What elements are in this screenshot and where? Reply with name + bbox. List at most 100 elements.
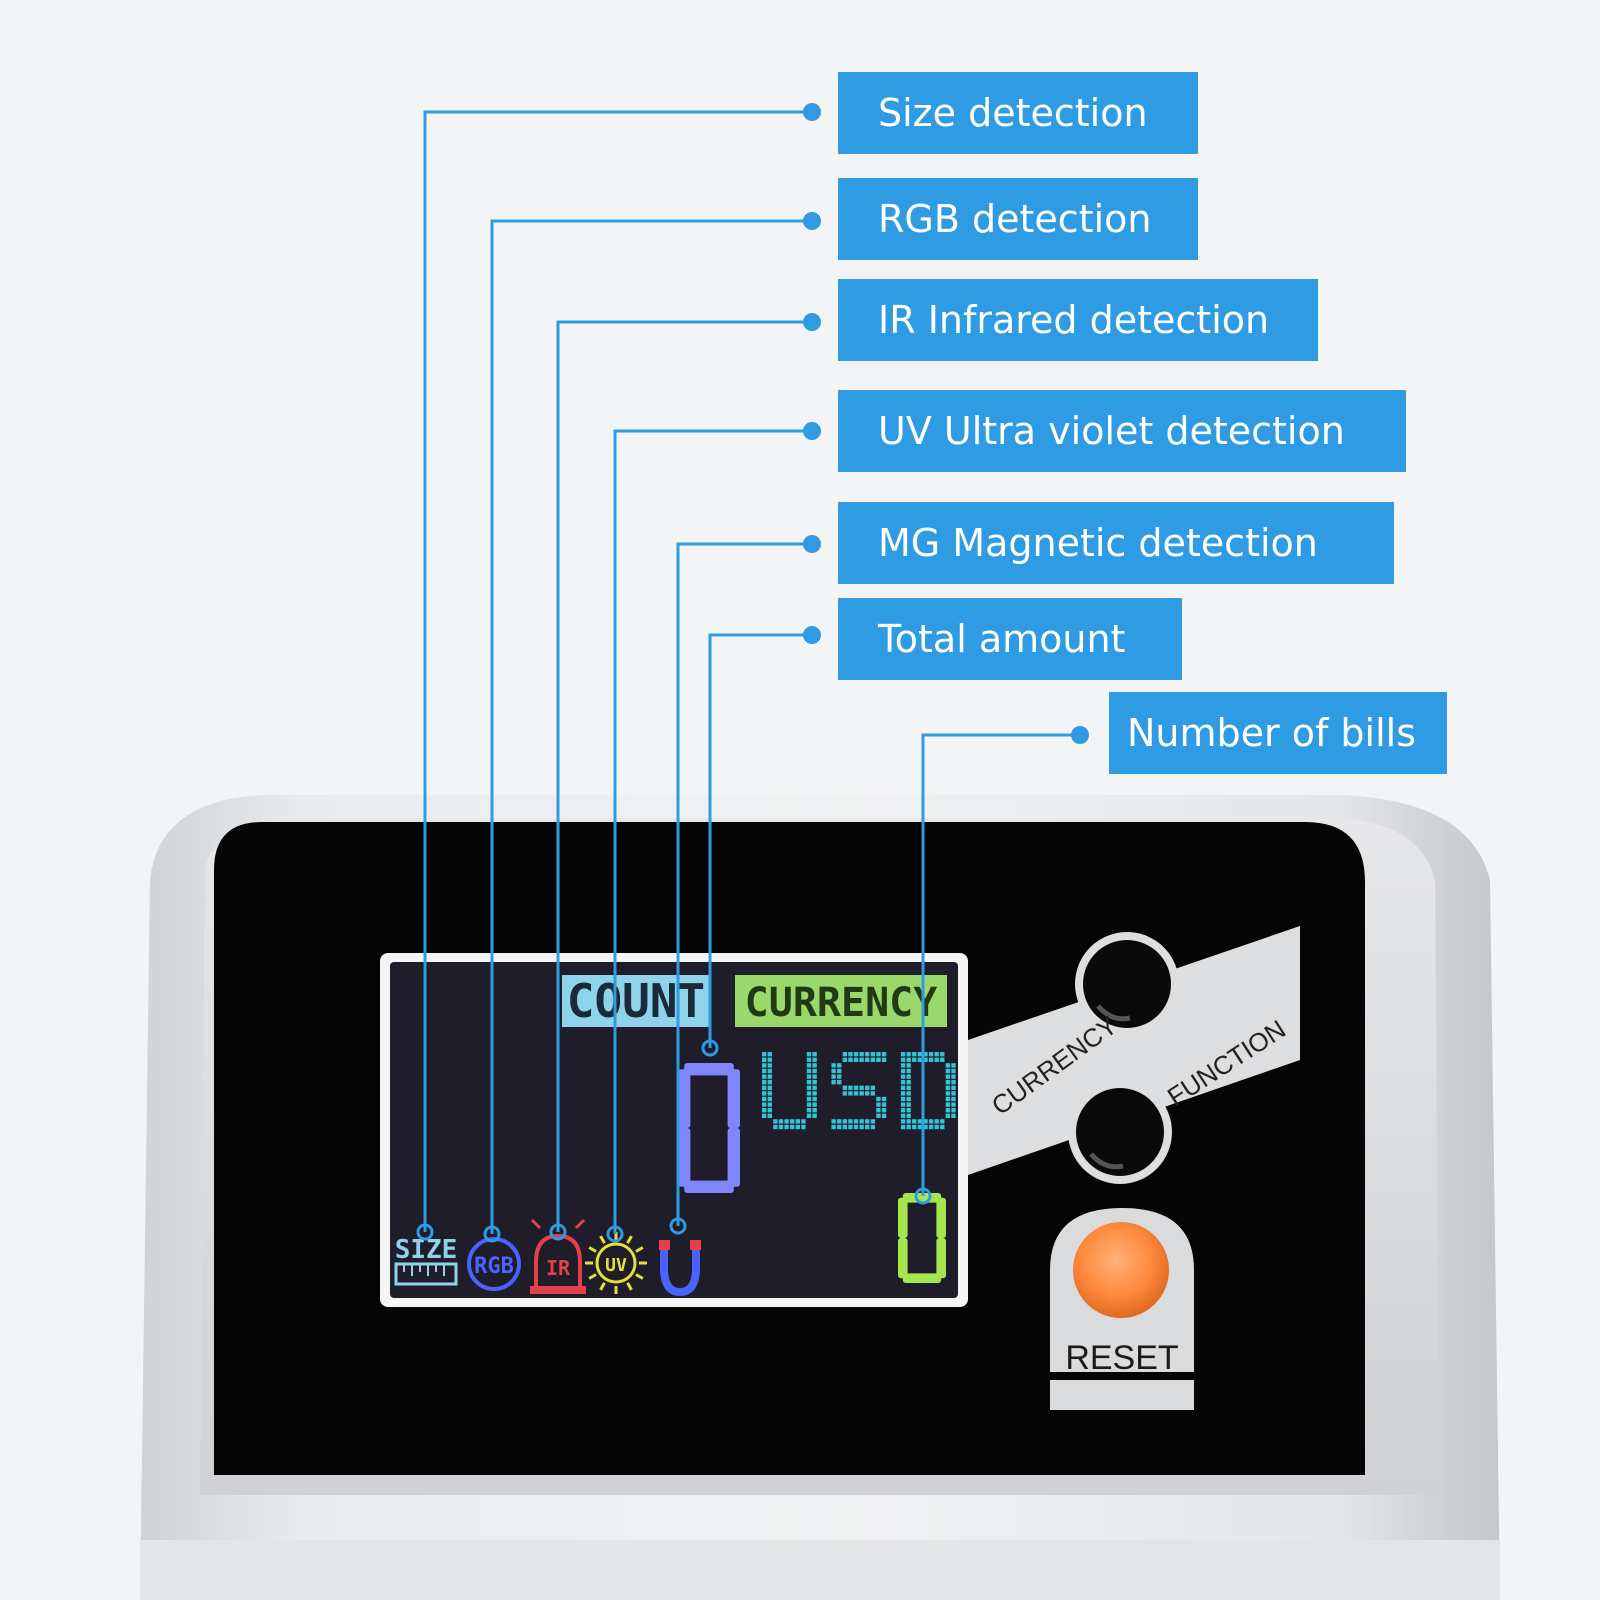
dot-matrix-pixel [951,1063,956,1068]
dot-matrix-pixel [876,1057,881,1062]
dot-matrix-pixel [767,1068,772,1074]
dot-matrix-pixel [842,1057,848,1062]
dot-matrix-pixel [806,1052,812,1057]
function-button[interactable] [1076,1088,1164,1176]
dot-matrix-pixel [940,1119,945,1124]
dot-matrix-pixel [951,1108,956,1113]
uv-ray [626,1282,633,1291]
dot-matrix-pixel [940,1124,945,1130]
dot-matrix-pixel [900,1091,906,1096]
dot-matrix-pixel [945,1091,951,1096]
dot-matrix-pixel [900,1102,906,1107]
dot-matrix-pixel [906,1080,911,1085]
dot-matrix-pixel [859,1091,864,1096]
uv-ray [599,1235,606,1244]
digit-segment [678,1128,691,1187]
dot-matrix-pixel [790,1124,795,1130]
dot-matrix-pixel [831,1124,836,1130]
dot-matrix-pixel [806,1102,812,1107]
dot-matrix-pixel [790,1119,795,1124]
digit-segment [898,1197,908,1238]
dot-matrix-pixel [870,1085,876,1090]
dot-matrix-pixel [951,1102,956,1107]
digit-segment [936,1238,946,1279]
dot-matrix-pixel [762,1102,767,1107]
digit-segment [727,1069,740,1128]
rgb-icon: RGB [467,1237,521,1291]
lcd-screen: COUNT CURRENCY 0 0 SIZE RGB IR [380,953,968,1307]
dot-matrix-pixel [865,1052,870,1057]
dot-matrix-pixel [806,1091,812,1096]
dot-matrix-pixel [870,1057,876,1062]
dot-matrix-pixel [762,1052,767,1057]
dot-matrix-pixel [917,1124,923,1130]
dot-matrix-pixel [917,1057,923,1062]
uv-ray [635,1273,644,1280]
dot-matrix-pixel [876,1113,881,1118]
dot-matrix-pixel [928,1057,934,1062]
leader-end-dot [803,103,821,121]
dot-matrix-pixel [945,1113,951,1118]
dot-matrix-pixel [842,1091,848,1096]
dot-matrix-pixel [801,1124,806,1130]
dot-matrix-pixel [767,1085,772,1090]
dot-matrix-pixel [934,1119,939,1124]
dot-matrix-pixel [806,1074,812,1079]
dot-matrix-pixel [812,1096,817,1102]
dot-matrix-pixel [762,1080,767,1085]
dot-matrix-pixel [881,1113,887,1118]
digit-segment [898,1238,908,1279]
dot-matrix-pixel [767,1052,772,1057]
dot-matrix-pixel [951,1080,956,1085]
dot-matrix-pixel [900,1113,906,1118]
leader-anchor-dot [606,1225,624,1243]
callout-ir-detection: IR Infrared detection [838,279,1318,361]
leader-end-dot [803,535,821,553]
callout-rgb-detection: RGB detection [838,178,1198,260]
reset-button-label: RESET [1065,1339,1178,1377]
leader-line [676,542,812,1226]
dot-matrix-pixel [831,1080,836,1085]
dot-matrix-pixel [767,1080,772,1085]
dot-matrix-pixel [784,1119,789,1124]
ir-icon-label: IR [546,1256,571,1280]
leader-line [613,429,812,1234]
dot-matrix-pixel [859,1124,864,1130]
dot-matrix-pixel [812,1074,817,1079]
dot-matrix-pixel [762,1063,767,1068]
leader-line [556,320,812,1232]
dot-matrix-pixel [876,1108,881,1113]
dot-matrix-pixel [865,1057,870,1062]
reset-button[interactable] [1073,1222,1169,1318]
dot-matrix-pixel [767,1108,772,1113]
dot-matrix-pixel [806,1063,812,1068]
dot-matrix-pixel [928,1119,934,1124]
dot-matrix-pixel [865,1119,870,1124]
dot-matrix-pixel [917,1119,923,1124]
dot-matrix-pixel [900,1096,906,1102]
dot-matrix-pixel [906,1091,911,1096]
dot-matrix-pixel [848,1091,853,1096]
dot-matrix-pixel [859,1085,864,1090]
dot-matrix-pixel [900,1124,906,1130]
dot-matrix-pixel [837,1119,842,1124]
dot-matrix-pixel [876,1052,881,1057]
dot-matrix-pixel [848,1052,853,1057]
digit-segment [902,1273,942,1283]
currency-button[interactable] [1083,940,1171,1028]
dot-matrix-pixel [812,1085,817,1090]
dot-matrix-pixel [865,1091,870,1096]
dot-matrix-pixel [767,1091,772,1096]
dot-matrix-pixel [812,1057,817,1062]
dot-matrix-pixel [842,1052,848,1057]
dot-matrix-pixel [912,1052,917,1057]
dot-matrix-pixel [906,1068,911,1074]
dot-matrix-pixel [778,1119,784,1124]
dot-matrix-pixel [806,1085,812,1090]
dot-matrix-pixel [945,1063,951,1068]
dot-matrix-pixel [934,1052,939,1057]
callout-total-amount: Total amount [838,598,1182,680]
dot-matrix-pixel [767,1063,772,1068]
dot-matrix-pixel [762,1108,767,1113]
